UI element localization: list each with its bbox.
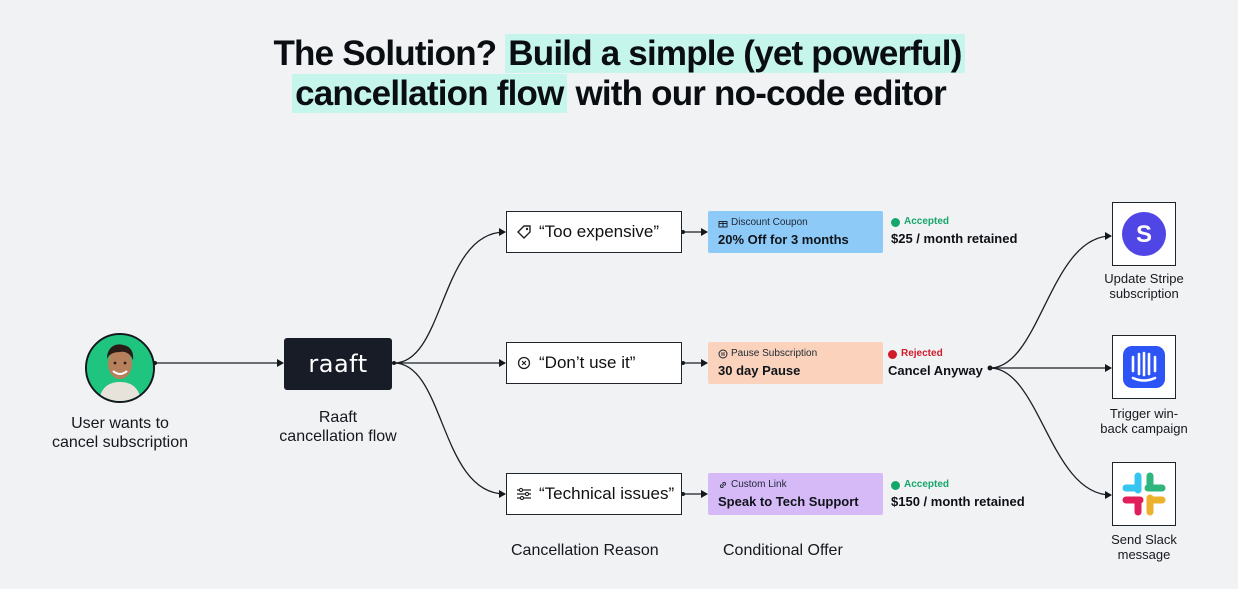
slack-icon	[1122, 472, 1166, 516]
link-icon	[719, 481, 727, 489]
user-caption-line-1: User wants to	[71, 415, 169, 432]
sliders-icon	[517, 487, 531, 501]
offer-type: Custom Link	[731, 479, 787, 490]
raaft-caption: Raaft cancellation flow	[258, 408, 418, 446]
reason-card-too-expensive: “Too expensive”	[506, 211, 682, 253]
reason-label: “Don’t use it”	[539, 353, 636, 372]
check-circle-icon	[891, 480, 900, 490]
user-avatar	[85, 333, 155, 403]
offer-type: Discount Coupon	[731, 217, 808, 228]
stripe-icon: S	[1122, 212, 1166, 256]
connector-cancel-slack	[989, 367, 1112, 499]
headline-line-1: The Solution? Build a simple (yet powerf…	[0, 34, 1238, 74]
raaft-caption-line-2: cancellation flow	[279, 428, 397, 445]
outcome-status: Rejected	[901, 348, 943, 359]
offer-card-custom-link: Custom Link Speak to Tech Support	[708, 473, 883, 515]
column-label-reason: Cancellation Reason	[511, 542, 659, 559]
check-circle-icon	[891, 217, 900, 227]
close-circle-icon	[517, 356, 531, 370]
action-caption-line-2: subscription	[1109, 286, 1179, 301]
intercom-app-tile	[1112, 335, 1176, 399]
action-caption-line-1: Update Stripe	[1104, 271, 1184, 286]
outcome-value: $25 / month retained	[891, 231, 1018, 246]
connector-raaft-reason-3	[393, 362, 506, 498]
x-circle-icon	[888, 349, 897, 359]
stripe-caption: Update Stripe subscription	[1088, 271, 1200, 301]
outcome-status: Accepted	[904, 216, 950, 227]
headline-highlight-1: Build a simple (yet powerful)	[505, 34, 965, 73]
slack-app-tile	[1112, 462, 1176, 526]
outcome-accepted-1: Accepted $25 / month retained	[891, 216, 1017, 247]
offer-card-pause: Pause Subscription 30 day Pause	[708, 342, 883, 384]
action-caption-line-2: back campaign	[1100, 421, 1188, 436]
offer-title: Speak to Tech Support	[718, 494, 859, 509]
gift-icon	[718, 221, 728, 228]
user-caption: User wants to cancel subscription	[40, 414, 200, 452]
reason-label: “Too expensive”	[539, 222, 660, 241]
headline-highlight-2: cancellation flow	[292, 74, 567, 113]
outcome-status: Accepted	[904, 479, 950, 490]
headline-part-1: The Solution?	[273, 34, 497, 73]
person-icon	[87, 335, 153, 401]
page-title: The Solution? Build a simple (yet powerf…	[0, 34, 1238, 114]
pause-icon	[718, 349, 728, 359]
user-caption-line-2: cancel subscription	[51, 434, 189, 451]
action-caption-line-1: Send Slack	[1111, 532, 1177, 547]
intercom-icon	[1123, 346, 1165, 388]
outcome-value: $150 / month retained	[891, 494, 1025, 509]
offer-type: Pause Subscription	[731, 348, 818, 359]
raaft-logo-box: raaft	[284, 338, 392, 390]
outcome-accepted-2: Accepted $150 / month retained	[891, 479, 1025, 510]
reason-card-dont-use-it: “Don’t use it”	[506, 342, 682, 384]
column-label-offer: Conditional Offer	[723, 542, 843, 559]
outcome-rejected: Rejected Cancel Anyway	[888, 348, 983, 379]
slack-caption: Send Slack message	[1088, 532, 1200, 562]
action-caption-line-1: Trigger win-	[1109, 406, 1179, 421]
svg-text:S: S	[1136, 221, 1152, 248]
offer-title: 30 day Pause	[718, 363, 801, 378]
reason-label: “Technical issues”	[539, 484, 675, 503]
intercom-caption: Trigger win- back campaign	[1088, 406, 1200, 436]
action-caption-line-2: message	[1117, 547, 1171, 562]
headline-part-4: with our no-code editor	[575, 74, 946, 113]
connector-cancel-stripe	[989, 232, 1112, 369]
outcome-value: Cancel Anyway	[888, 363, 983, 378]
offer-title: 20% Off for 3 months	[718, 232, 849, 247]
connector-raaft-reason-1	[393, 228, 506, 364]
reason-card-technical-issues: “Technical issues”	[506, 473, 682, 515]
stripe-app-tile: S	[1112, 202, 1176, 266]
price-tag-icon	[517, 225, 531, 239]
offer-card-discount: Discount Coupon 20% Off for 3 months	[708, 211, 883, 253]
raaft-caption-line-1: Raaft	[318, 409, 358, 426]
raaft-logo: raaft	[308, 350, 368, 378]
headline-line-2: cancellation flow with our no-code edito…	[0, 74, 1238, 114]
